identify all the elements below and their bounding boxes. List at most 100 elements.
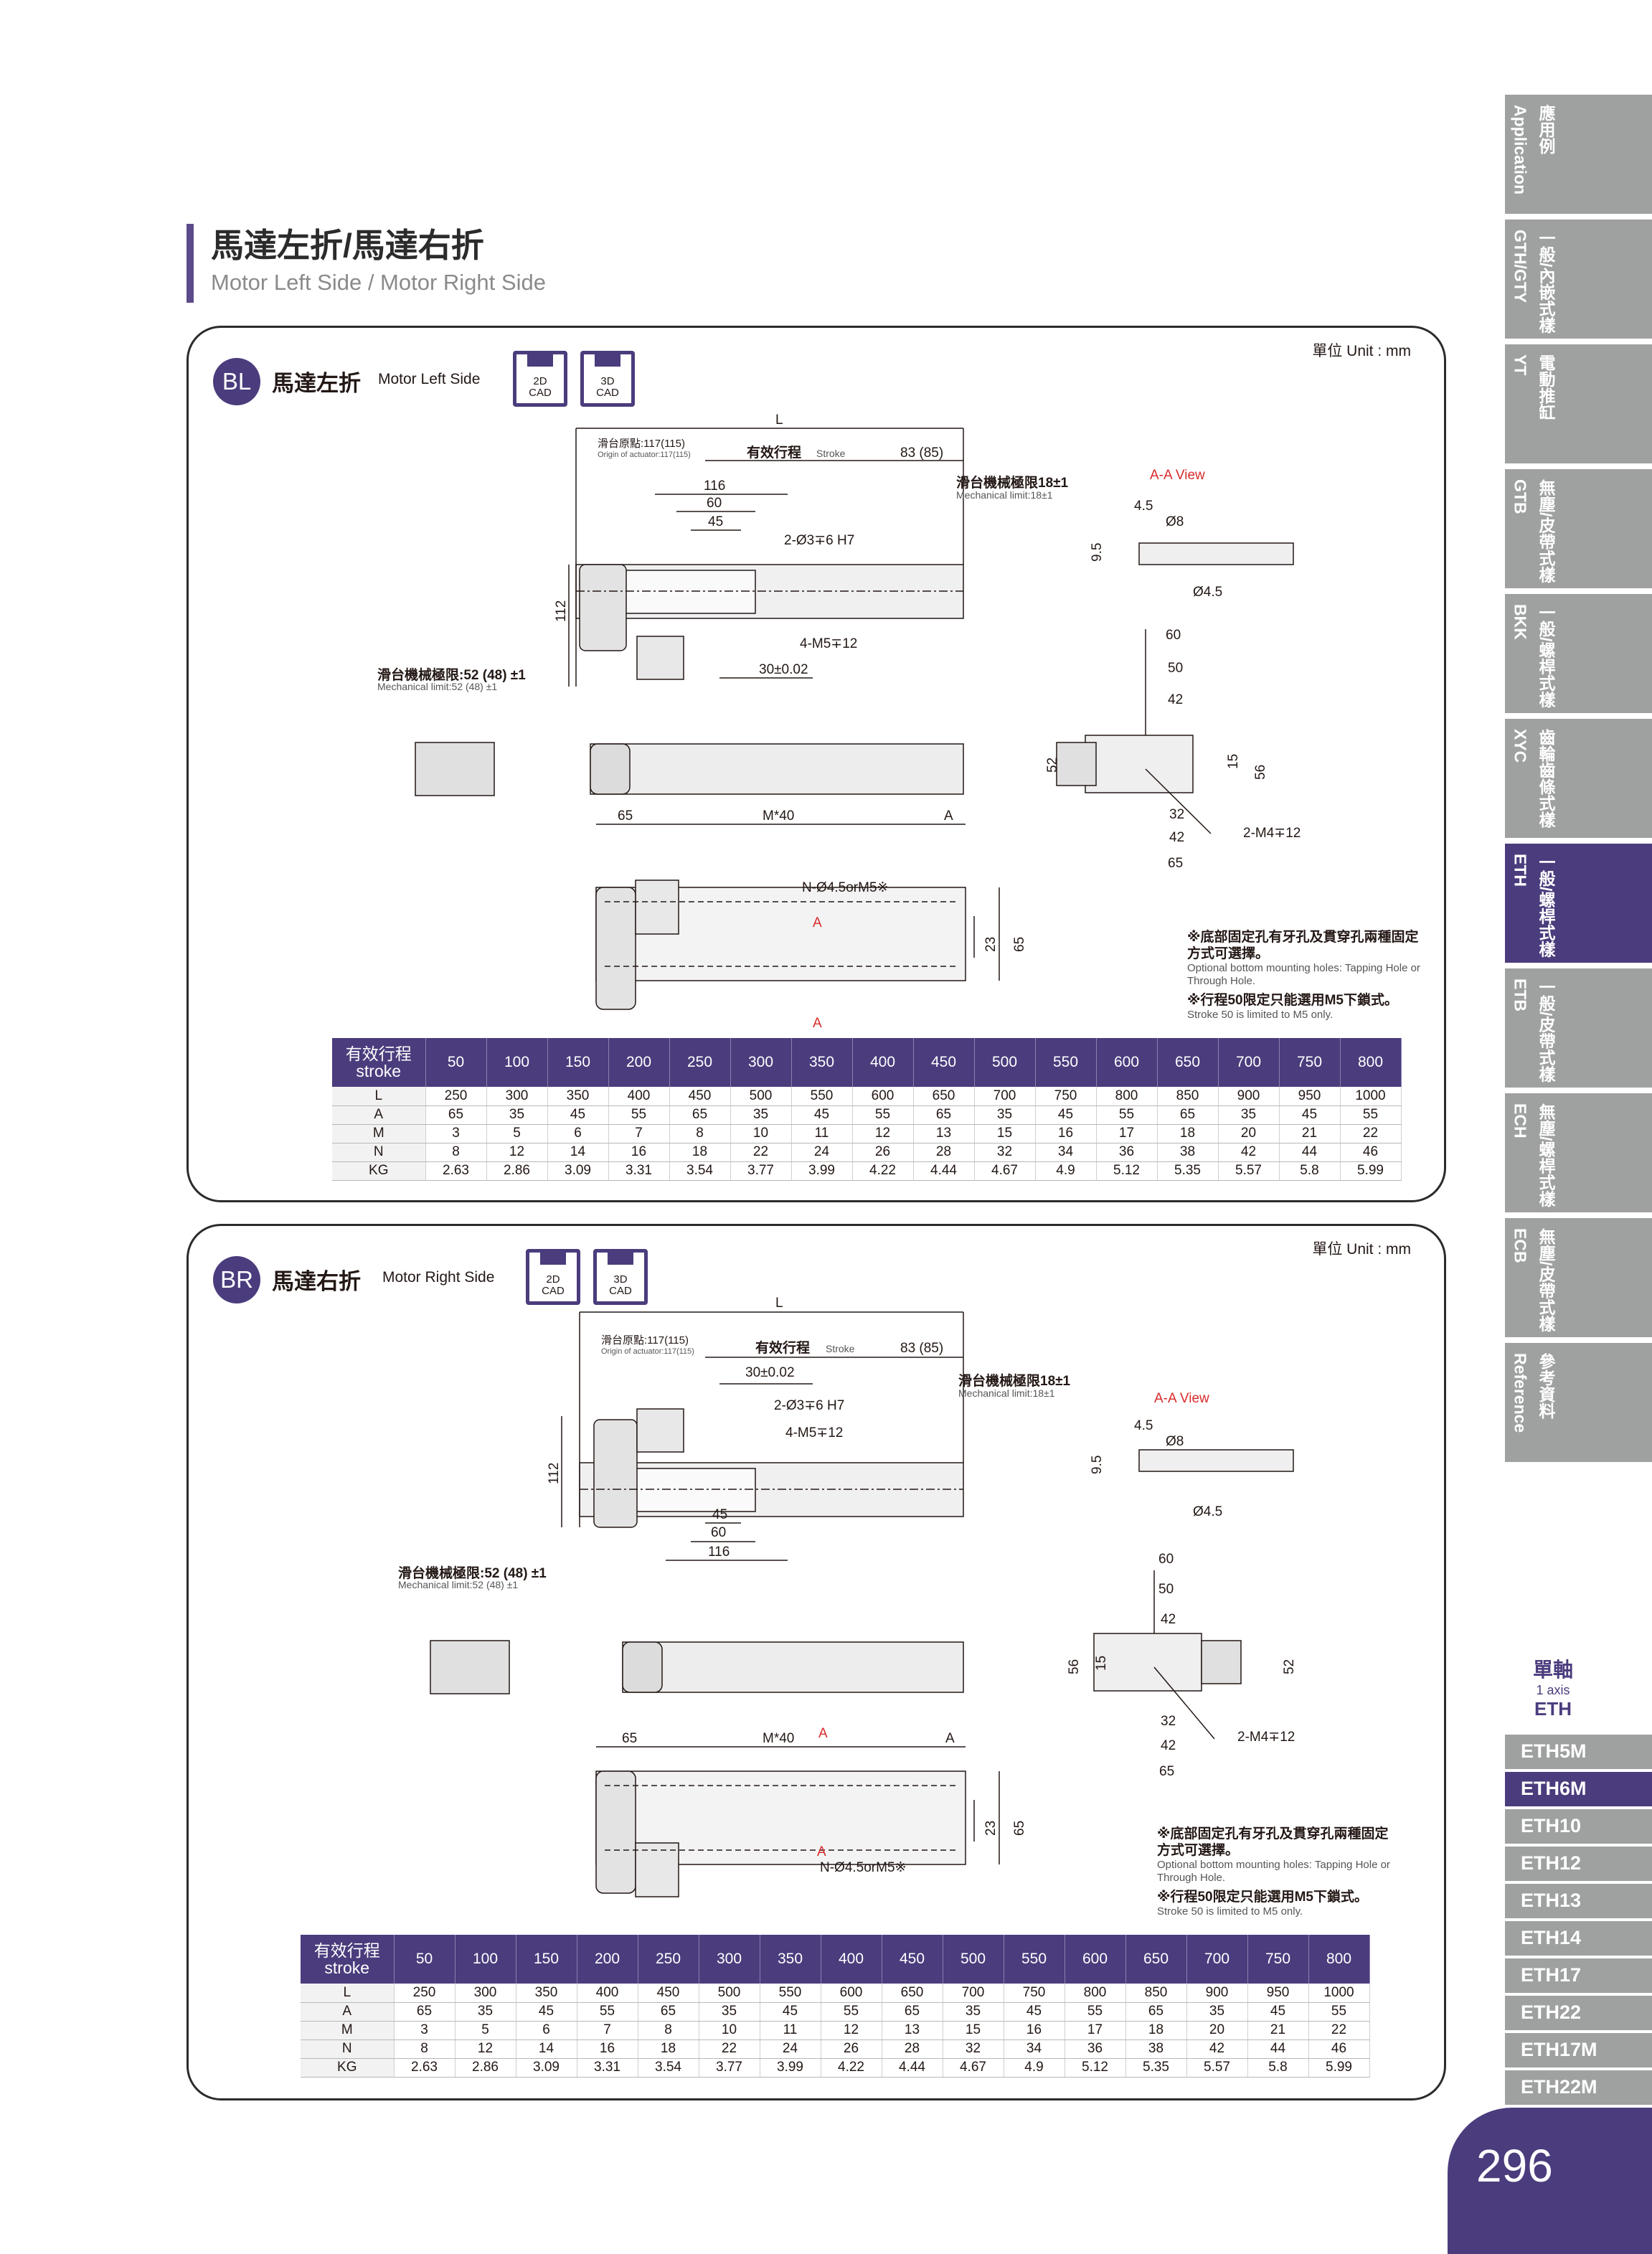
table-cell: 46 <box>1340 1143 1402 1162</box>
model-link-eth17m[interactable]: ETH17M <box>1505 2033 1652 2067</box>
table-cell: 32 <box>943 2040 1004 2059</box>
side-tab-label-cn: 無塵/皮帶式樣 <box>1537 1228 1555 1332</box>
origin-cn: 滑台原點:117(115) <box>598 438 685 450</box>
table-cell: 4.44 <box>913 1161 975 1181</box>
stroke-column-header: 200 <box>577 1935 638 1984</box>
page-title: 馬達左折/馬達右折 <box>211 227 484 264</box>
model-link-eth14[interactable]: ETH14 <box>1505 1921 1652 1956</box>
stroke-column-header: 750 <box>1279 1038 1341 1087</box>
table-cell: 3 <box>394 2021 456 2040</box>
table-cell: 500 <box>699 1984 760 2003</box>
stroke-column-header: 450 <box>913 1038 975 1087</box>
model-link-eth17[interactable]: ETH17 <box>1505 1958 1652 1993</box>
model-link-eth22[interactable]: ETH22 <box>1505 1996 1652 2030</box>
table-cell: 11 <box>760 2021 821 2040</box>
stroke-column-header: 550 <box>1004 1935 1065 1984</box>
table-cell: 600 <box>852 1087 914 1106</box>
table-cell: 34 <box>1035 1143 1097 1162</box>
table-cell: 12 <box>821 2021 882 2040</box>
dim-o8: Ø8 <box>1166 514 1184 529</box>
model-link-eth10[interactable]: ETH10 <box>1505 1809 1652 1844</box>
table-cell: 2.63 <box>394 2058 456 2078</box>
motor-side-view <box>415 742 495 796</box>
stroke-column-header: 600 <box>1096 1038 1158 1087</box>
dim-o4-5: Ø4.5 <box>1193 1504 1222 1519</box>
note-2-en: Stroke 50 is limited to M5 only. <box>1157 1905 1303 1918</box>
stroke-column-header: 250 <box>638 1935 699 1984</box>
table-cell: 55 <box>821 2002 882 2022</box>
axis-en: 1 axis <box>1536 1683 1570 1697</box>
unit-label: 單位 Unit : mm <box>1312 343 1411 359</box>
table-cell: 1000 <box>1340 1087 1402 1106</box>
motor-bottom <box>635 1842 679 1897</box>
table-cell: 6 <box>547 1124 609 1143</box>
dim-o4-5: Ø4.5 <box>1193 585 1222 600</box>
table-cell: 38 <box>1157 1143 1219 1162</box>
motor-top <box>636 1408 684 1453</box>
side-tab-label-cn: 齒輪齒條式樣 <box>1537 729 1555 828</box>
table-cell: 45 <box>516 2002 577 2022</box>
table-cell: 45 <box>547 1105 609 1125</box>
table-cell: 35 <box>974 1105 1036 1125</box>
table-cell: 450 <box>638 1984 699 2003</box>
notes: ※底部固定孔有牙孔及貫穿孔兩種固定方式可選擇。 Optional bottom … <box>1187 929 1424 1022</box>
model-link-eth22m[interactable]: ETH22M <box>1505 2070 1652 2105</box>
table-cell: 3.09 <box>547 1161 609 1181</box>
model-link-eth12[interactable]: ETH12 <box>1505 1847 1652 1881</box>
table-cell: 900 <box>1186 1984 1248 2003</box>
table-cell: 55 <box>1308 2002 1370 2022</box>
table-cell: 7 <box>577 2021 638 2040</box>
origin-en: Origin of actuator:117(115) <box>598 451 691 459</box>
table-cell: 45 <box>1247 2002 1309 2022</box>
table-cell: 3.99 <box>791 1161 853 1181</box>
model-link-eth13[interactable]: ETH13 <box>1505 1884 1652 1918</box>
dim-bm40: M*40 <box>763 808 794 824</box>
table-cell: 700 <box>943 1984 1004 2003</box>
m4-callout: 2-M4∓12 <box>1243 826 1301 841</box>
section-title-cn: 馬達右折 <box>272 1269 361 1294</box>
title-accent-bar <box>187 224 194 303</box>
table-cell: 65 <box>882 2002 943 2022</box>
mech-limit-cn: 滑台機械極限18±1 <box>958 1372 1071 1389</box>
table-cell: 22 <box>730 1143 792 1162</box>
stroke-column-header: 250 <box>669 1038 731 1087</box>
model-link-eth5m[interactable]: ETH5M <box>1505 1735 1652 1769</box>
table-cell: 950 <box>1247 1984 1309 2003</box>
table-cell: 17 <box>1065 2021 1126 2040</box>
stroke-column-header: 700 <box>1186 1935 1248 1984</box>
motor-bottom <box>635 880 679 935</box>
stroke-en: Stroke <box>816 448 846 459</box>
model-link-eth6m[interactable]: ETH6M <box>1505 1772 1652 1806</box>
side-tab-label-cn: 一般/內嵌式樣 <box>1537 230 1555 334</box>
side-tab-label-en: ETB <box>1511 979 1530 1012</box>
table-cell: 400 <box>608 1087 670 1106</box>
table-cell: 5.12 <box>1096 1161 1158 1181</box>
stroke-column-header: 50 <box>425 1038 487 1087</box>
table-cell: 45 <box>1279 1105 1341 1125</box>
table-cell: 65 <box>425 1105 487 1125</box>
table-cell: 13 <box>882 2021 943 2040</box>
stroke-column-header: 550 <box>1035 1038 1097 1087</box>
table-cell: 14 <box>547 1143 609 1162</box>
stroke-header-cn: 有效行程 <box>345 1045 412 1063</box>
dim-e50: 50 <box>1158 1582 1174 1597</box>
axis-cn: 單軸 <box>1532 1659 1573 1681</box>
